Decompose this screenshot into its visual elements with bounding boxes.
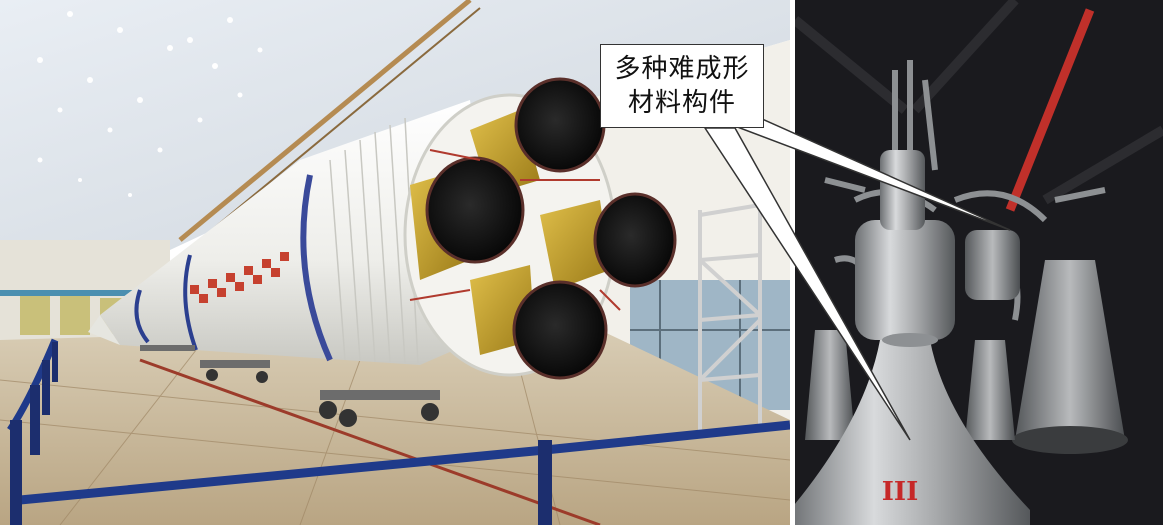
support-frame — [795, 0, 1163, 205]
rocket-hall-scene — [0, 0, 790, 525]
transport-dollies — [140, 345, 440, 427]
nozzle-bell — [795, 340, 1030, 525]
callout-line-1: 多种难成形 — [614, 54, 750, 84]
engine-photo: III — [795, 0, 1163, 525]
rocket-blue-band — [300, 174, 333, 362]
callout-line-2: 材料构件 — [627, 88, 736, 118]
rocket-nozzles — [425, 77, 677, 380]
red-pipe — [1005, 8, 1095, 212]
checker-band — [190, 252, 289, 303]
callout-box: 多种难成形 材料构件 — [600, 44, 764, 128]
engine-scene: III — [795, 0, 1163, 525]
rocket-nose — [88, 315, 120, 345]
ceiling-rail — [178, 0, 472, 242]
ceiling-lights — [37, 11, 263, 197]
rocket-hall-photo — [0, 0, 790, 525]
hall-floor — [0, 330, 790, 525]
engine-marking: III — [882, 477, 919, 507]
hall-ceiling — [0, 0, 790, 250]
floor-stripe — [139, 358, 601, 525]
